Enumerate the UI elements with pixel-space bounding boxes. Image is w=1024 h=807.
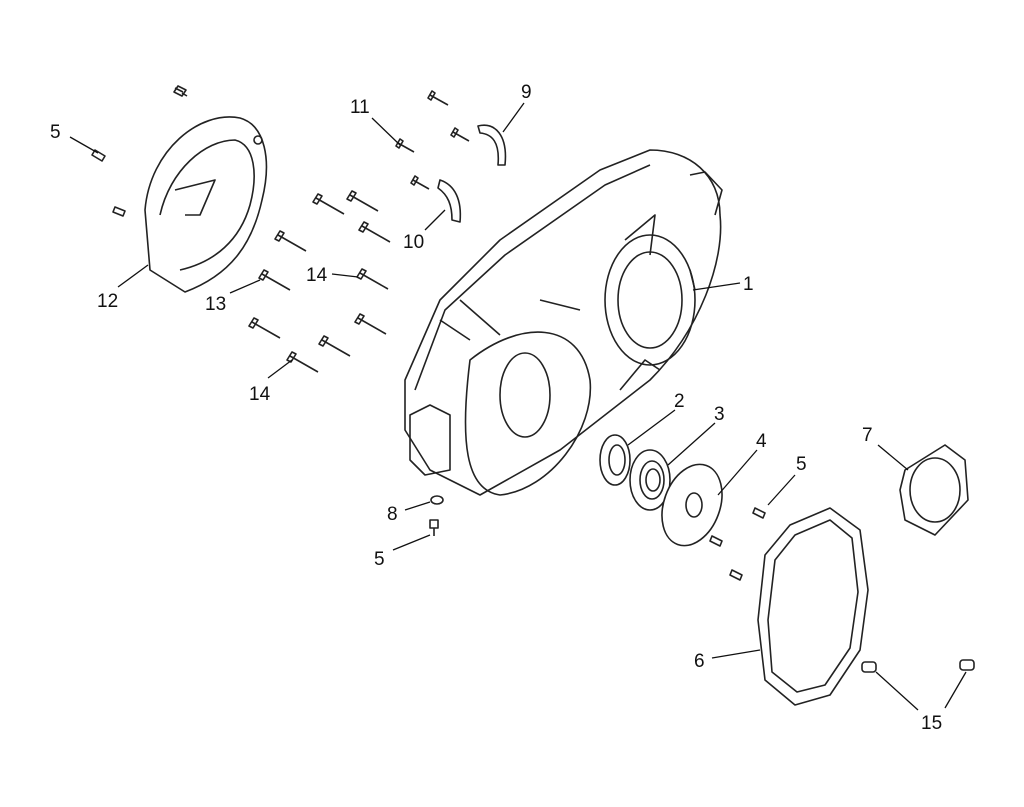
callout-10: 10 <box>403 232 424 253</box>
part-1-cover <box>404 149 723 496</box>
callout-5: 5 <box>50 122 61 143</box>
callout-3: 3 <box>714 404 725 425</box>
leader-10 <box>424 209 446 231</box>
part-12-shroud <box>144 116 268 293</box>
leader-15a <box>875 671 919 711</box>
callout-8: 8 <box>387 504 398 525</box>
callout-6: 6 <box>694 651 705 672</box>
callout-9: 9 <box>521 82 532 103</box>
leader-6 <box>711 649 761 659</box>
callout-14: 14 <box>306 265 328 286</box>
part-9-clip <box>477 124 507 166</box>
part-4-plate <box>661 463 723 547</box>
part-3-bearing <box>629 449 671 511</box>
leader-3 <box>667 422 716 466</box>
leader-14a <box>331 273 359 278</box>
leader-5b <box>767 474 796 506</box>
leader-14b <box>267 359 293 379</box>
leader-4 <box>717 449 758 496</box>
callout-5: 5 <box>374 549 385 570</box>
leader-2 <box>627 409 676 446</box>
leader-5a <box>69 136 99 154</box>
bolts <box>91 85 766 581</box>
part-2-seal <box>599 434 631 486</box>
callout-14: 14 <box>249 384 271 405</box>
part-6-gasket <box>757 507 869 706</box>
leader-11 <box>371 117 401 146</box>
part-7-gasket <box>899 444 969 536</box>
leader-7 <box>877 444 909 471</box>
callout-15: 15 <box>921 713 942 734</box>
callout-2: 2 <box>674 391 685 412</box>
callout-4: 4 <box>756 431 767 452</box>
part-15-dowels <box>861 659 975 673</box>
leader-5c <box>392 534 431 551</box>
leader-12 <box>117 264 149 288</box>
part-10-clip <box>437 179 462 223</box>
leader-13 <box>229 279 261 294</box>
callout-5: 5 <box>796 454 807 475</box>
leader-9 <box>502 102 525 133</box>
leader-15b <box>944 671 967 709</box>
callout-12: 12 <box>97 291 118 312</box>
callout-11: 11 <box>350 97 370 118</box>
leader-8 <box>404 501 431 511</box>
callout-13: 13 <box>205 294 226 315</box>
callout-1: 1 <box>743 274 754 295</box>
leader-1 <box>692 282 741 291</box>
callout-7: 7 <box>862 425 873 446</box>
